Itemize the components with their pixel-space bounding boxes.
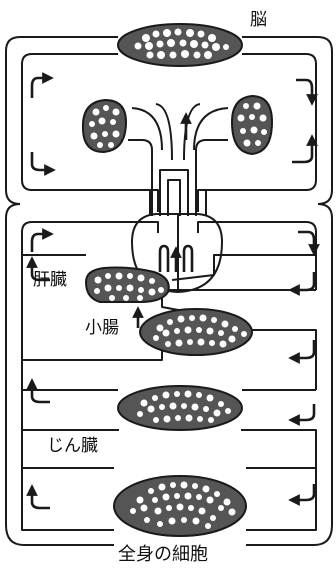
lower-outer-right-vessel — [246, 203, 333, 546]
arrow-icon — [288, 340, 316, 364]
arrow-icon — [288, 272, 316, 296]
arrow-icon — [298, 230, 320, 256]
arrow-icon — [30, 152, 56, 176]
lung-right-organ — [230, 94, 274, 156]
heart-u-turn-left — [158, 244, 170, 272]
arrow-icon — [292, 134, 318, 164]
brain-label: 脳 — [250, 10, 267, 30]
arrow-icon — [26, 484, 50, 510]
body-cells-organ — [113, 475, 247, 537]
arrow-icon — [26, 256, 50, 282]
upper-inner-right-vessel — [197, 53, 317, 212]
upper-inner-left-vessel — [21, 53, 159, 212]
liver-organ — [84, 266, 170, 303]
arrow-icon — [288, 484, 316, 506]
body-cells-label: 全身の細胞 — [118, 544, 208, 565]
arrow-icon — [288, 404, 316, 426]
liver-label: 肝臓 — [33, 270, 67, 290]
arrow-icon — [296, 78, 318, 106]
kidney-label: じん臓 — [47, 436, 98, 456]
arrow-icon — [30, 228, 54, 252]
brain-organ — [117, 23, 243, 67]
small-intestine-organ — [139, 308, 253, 356]
upper-outer-right-vessel — [242, 36, 333, 205]
lower-inner-right-top — [197, 221, 317, 255]
lung-left-organ — [81, 98, 128, 154]
lower-outer-left-vessel — [5, 203, 114, 546]
arrow-icon — [26, 378, 50, 404]
arrow-icon — [30, 72, 54, 98]
lower-inner-left-top — [21, 221, 159, 255]
flow-arrows — [26, 72, 320, 510]
kidney-organ — [117, 385, 243, 431]
upper-outer-left-vessel — [5, 36, 118, 205]
heart-u-turn-right — [182, 244, 194, 272]
small-intestine-label: 小腸 — [85, 318, 119, 338]
